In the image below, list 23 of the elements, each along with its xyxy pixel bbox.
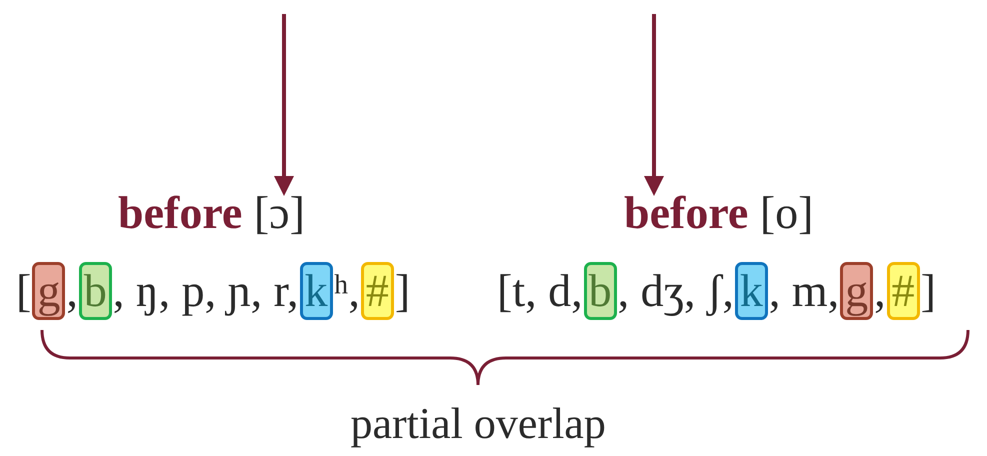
brace-label: partial overlap — [350, 398, 606, 449]
symbol-list-text: [t, d, — [497, 264, 583, 318]
highlighted-symbol: g — [840, 262, 874, 320]
symbol-list-text: , — [66, 264, 78, 318]
highlighted-symbol: b — [78, 262, 112, 320]
arrow — [644, 14, 664, 196]
highlighted-symbol: k — [734, 262, 768, 320]
heading-text: before [ɔ] — [118, 188, 305, 238]
symbol-list-text: ʰ, — [334, 264, 360, 318]
symbol-list-text: , m, — [768, 264, 840, 318]
highlighted-symbol: g — [32, 262, 66, 320]
heading-text: before [o] — [624, 188, 814, 238]
highlighted-symbol: b — [584, 262, 617, 320]
symbol-list-text: , dʒ, ʃ, — [618, 264, 734, 318]
highlighted-symbol: # — [360, 262, 394, 320]
highlighted-symbol: k — [300, 262, 333, 320]
symbol-list-text: ] — [920, 264, 936, 318]
arrow — [274, 14, 294, 196]
highlighted-symbol: # — [886, 262, 920, 320]
symbol-list-text: , — [874, 264, 886, 318]
symbol-list-text: ] — [394, 264, 410, 318]
symbol-list-text: [ — [16, 264, 32, 318]
symbol-list-text: , ŋ, p, ɲ, r, — [112, 264, 299, 318]
